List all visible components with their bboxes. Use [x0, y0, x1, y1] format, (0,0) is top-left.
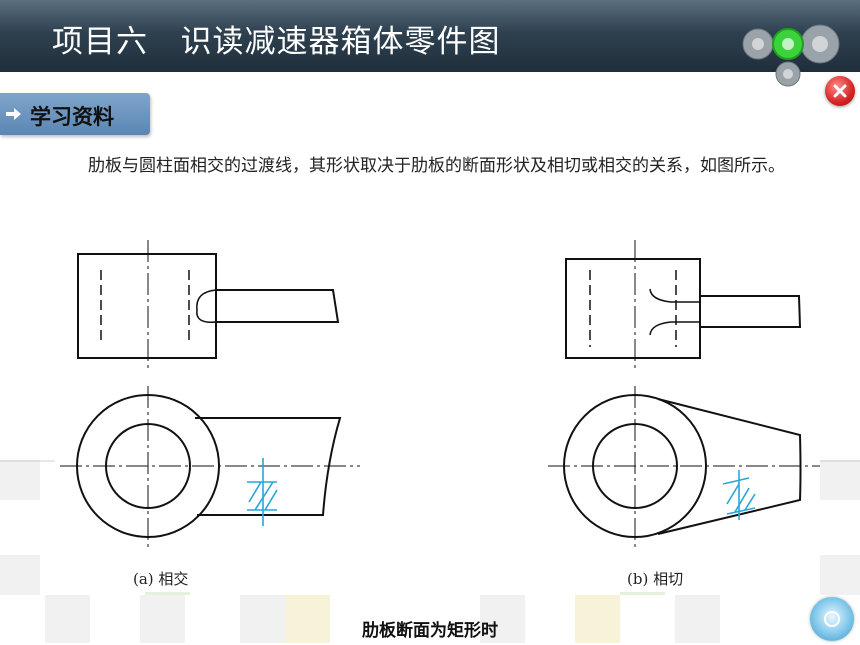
section-hatching	[247, 458, 756, 526]
close-button[interactable]	[825, 76, 855, 106]
cylinder-front-view-a	[77, 253, 217, 359]
gears-icon	[742, 24, 840, 87]
background-squares	[0, 460, 860, 643]
title-bar: 项目六 识读减速器箱体零件图	[0, 0, 860, 72]
rib-plan-view-a	[195, 417, 342, 516]
arrow-right-icon	[6, 108, 21, 120]
figure-label-a: (a) 相交	[133, 570, 189, 588]
content-paragraph: 肋板与圆柱面相交的过渡线，其形状取决于肋板的断面形状及相切或相交的关系，如图所示…	[88, 156, 785, 176]
figure-label-b: (b) 相切	[627, 570, 684, 588]
rib-front-view-b	[700, 295, 802, 328]
rib-plan-view-b	[657, 398, 802, 535]
cylinder-front-view-b	[565, 258, 701, 359]
close-icon	[833, 84, 847, 98]
circle-nav-icon	[824, 611, 840, 627]
page-title: 项目六 识读减速器箱体零件图	[52, 24, 501, 60]
section-label: 学习资料	[30, 105, 114, 129]
rib-front-view-a	[216, 289, 340, 323]
nav-button[interactable]	[810, 597, 854, 641]
technical-drawing: (a) 相交 (b) 相切	[55, 232, 820, 592]
figure-caption: 肋板断面为矩形时	[362, 621, 498, 641]
section-tab: 学习资料	[0, 93, 150, 135]
drawing-svg	[60, 240, 820, 550]
